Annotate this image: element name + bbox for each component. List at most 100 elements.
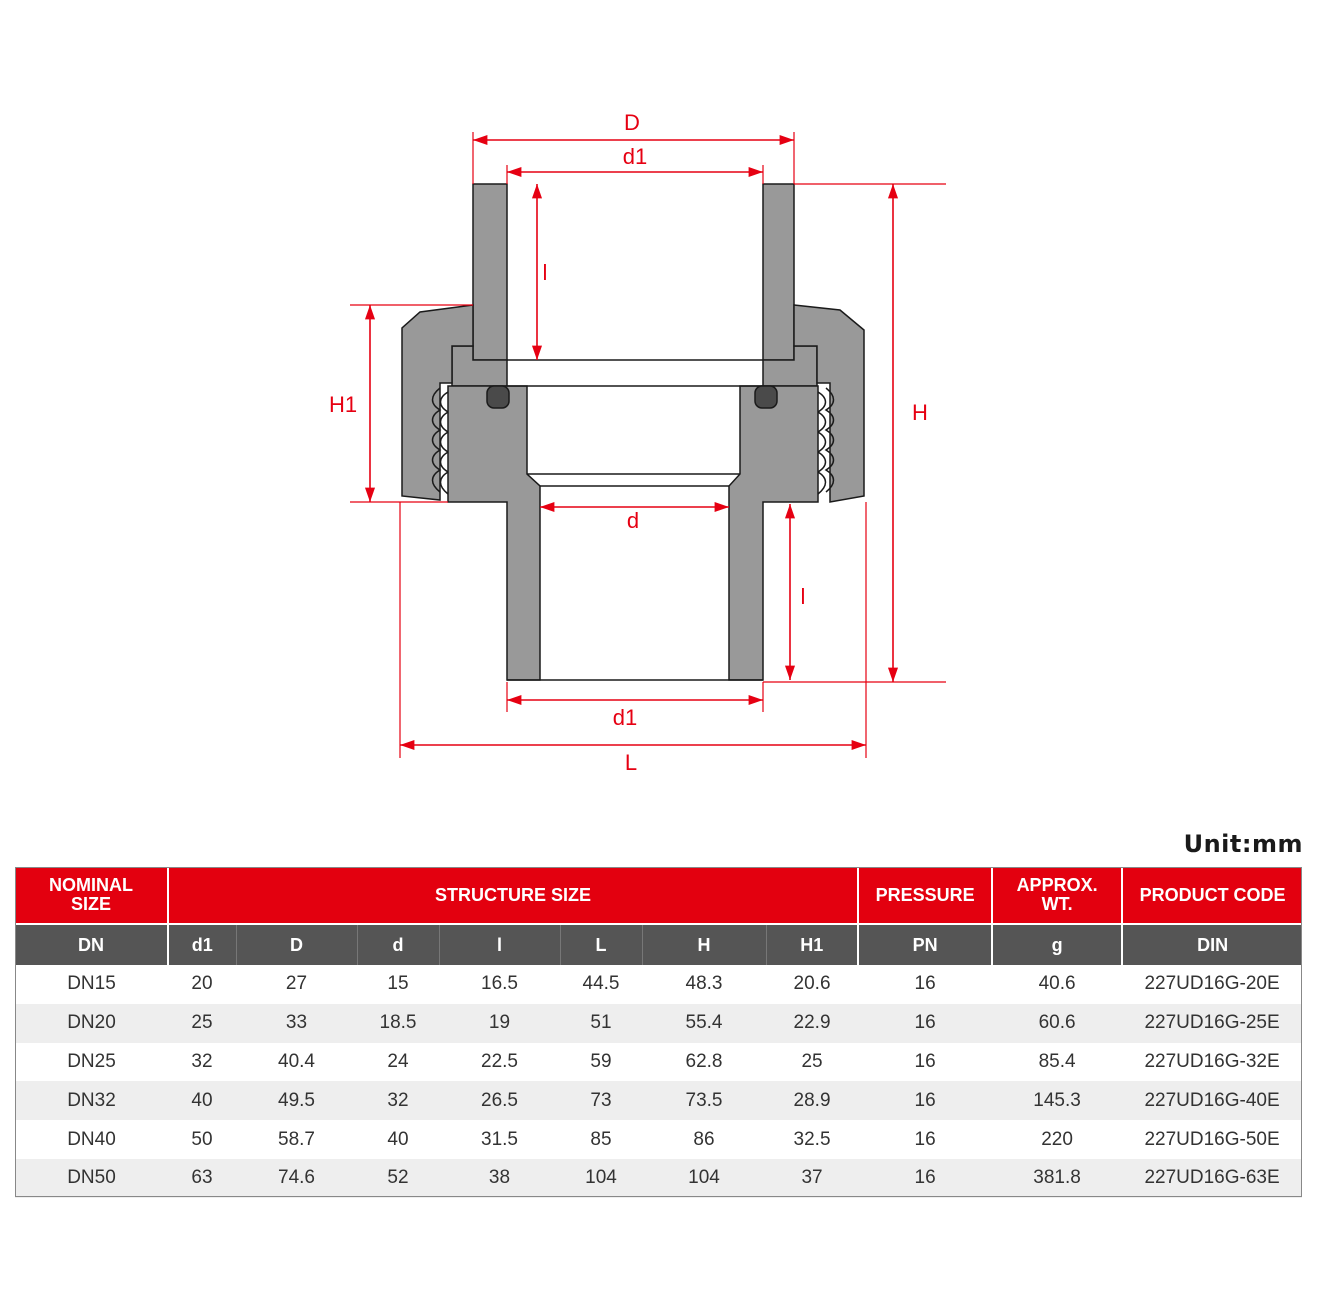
cell-H: 48.3 <box>642 965 766 1004</box>
cell-weight: 60.6 <box>992 1003 1123 1043</box>
cell-H: 55.4 <box>642 1003 766 1043</box>
subheader-D: D <box>235 923 357 965</box>
cell-H1: 25 <box>766 1042 859 1082</box>
cell-weight: 145.3 <box>992 1081 1123 1121</box>
cell-D: 33 <box>236 1003 357 1043</box>
subheader-d1: d1 <box>167 923 236 965</box>
cell-l: 19 <box>439 1003 560 1043</box>
cell-l: 31.5 <box>439 1120 560 1159</box>
cell-product-code: 227UD16G-63E <box>1122 1158 1303 1198</box>
cell-dn: DN32 <box>15 1081 168 1121</box>
cell-H1: 37 <box>766 1158 859 1198</box>
cell-H: 104 <box>642 1158 766 1198</box>
cell-d1: 40 <box>168 1081 236 1121</box>
subheader-pn: PN <box>857 923 993 965</box>
cell-product-code: 227UD16G-20E <box>1122 965 1303 1004</box>
cell-H1: 32.5 <box>766 1120 859 1159</box>
cell-D: 58.7 <box>236 1120 357 1159</box>
subheader-din: DIN <box>1121 923 1303 965</box>
subheader-dn: DN <box>15 923 168 965</box>
subheader-d: d <box>356 923 439 965</box>
subheader-g: g <box>991 923 1123 965</box>
cell-product-code: 227UD16G-32E <box>1122 1042 1303 1082</box>
cell-L: 59 <box>560 1042 642 1082</box>
label-H: H <box>912 400 928 425</box>
cell-pn: 16 <box>858 1003 993 1043</box>
dimension-lines <box>350 132 946 758</box>
cell-H: 86 <box>642 1120 766 1159</box>
cell-dn: DN25 <box>15 1042 168 1082</box>
cell-d1: 50 <box>168 1120 236 1159</box>
cell-pn: 16 <box>858 1120 993 1159</box>
cell-product-code: 227UD16G-50E <box>1122 1120 1303 1159</box>
cell-d: 52 <box>357 1158 439 1198</box>
cell-H: 62.8 <box>642 1042 766 1082</box>
header-structure-size: STRUCTURE SIZE <box>166 867 859 924</box>
cell-pn: 16 <box>858 1042 993 1082</box>
cell-D: 49.5 <box>236 1081 357 1121</box>
cell-D: 40.4 <box>236 1042 357 1082</box>
cell-l: 22.5 <box>439 1042 560 1082</box>
cell-d1: 63 <box>168 1158 236 1198</box>
cell-pn: 16 <box>858 1081 993 1121</box>
cell-d: 32 <box>357 1081 439 1121</box>
label-L: L <box>625 750 637 775</box>
cell-dn: DN15 <box>15 965 168 1004</box>
label-l-top: l <box>543 260 548 285</box>
cell-weight: 40.6 <box>992 965 1123 1004</box>
cell-pn: 16 <box>858 965 993 1004</box>
cell-H1: 20.6 <box>766 965 859 1004</box>
specification-table: NOMINAL SIZE STRUCTURE SIZE PRESSURE APP… <box>15 867 1303 1198</box>
cell-L: 73 <box>560 1081 642 1121</box>
cell-d: 18.5 <box>357 1003 439 1043</box>
cell-H: 73.5 <box>642 1081 766 1121</box>
cell-d1: 20 <box>168 965 236 1004</box>
cell-weight: 381.8 <box>992 1158 1123 1198</box>
cell-d1: 32 <box>168 1042 236 1082</box>
technical-drawing: D d1 l H1 H d l d1 L <box>329 110 946 775</box>
cell-H1: 22.9 <box>766 1003 859 1043</box>
subheader-L: L <box>559 923 642 965</box>
cell-d: 24 <box>357 1042 439 1082</box>
cell-pn: 16 <box>858 1158 993 1198</box>
cell-dn: DN50 <box>15 1158 168 1198</box>
cell-l: 26.5 <box>439 1081 560 1121</box>
cell-H1: 28.9 <box>766 1081 859 1121</box>
cell-product-code: 227UD16G-40E <box>1122 1081 1303 1121</box>
subheader-H1: H1 <box>765 923 859 965</box>
cell-dn: DN40 <box>15 1120 168 1159</box>
cell-L: 51 <box>560 1003 642 1043</box>
table-header-sub: DN d1 D d l L H H1 PN g DIN <box>15 923 1303 965</box>
label-d1-bottom: d1 <box>613 705 637 730</box>
subheader-l: l <box>438 923 560 965</box>
cell-d: 40 <box>357 1120 439 1159</box>
cell-l: 16.5 <box>439 965 560 1004</box>
header-pressure: PRESSURE <box>857 867 993 924</box>
header-nominal-size: NOMINAL SIZE <box>15 867 168 924</box>
cell-d1: 25 <box>168 1003 236 1043</box>
cell-weight: 220 <box>992 1120 1123 1159</box>
cell-dn: DN20 <box>15 1003 168 1043</box>
cell-L: 85 <box>560 1120 642 1159</box>
cell-d: 15 <box>357 965 439 1004</box>
label-l-bottom: l <box>801 584 806 609</box>
label-d: d <box>627 508 639 533</box>
label-H1: H1 <box>329 392 357 417</box>
subheader-H: H <box>641 923 766 965</box>
label-d1-top: d1 <box>623 144 647 169</box>
cell-L: 44.5 <box>560 965 642 1004</box>
label-D: D <box>624 110 640 135</box>
cell-l: 38 <box>439 1158 560 1198</box>
cell-D: 74.6 <box>236 1158 357 1198</box>
cell-L: 104 <box>560 1158 642 1198</box>
header-product-code: PRODUCT CODE <box>1121 867 1303 924</box>
header-approx-wt: APPROX. WT. <box>991 867 1123 924</box>
table-header-top: NOMINAL SIZE STRUCTURE SIZE PRESSURE APP… <box>15 867 1303 924</box>
